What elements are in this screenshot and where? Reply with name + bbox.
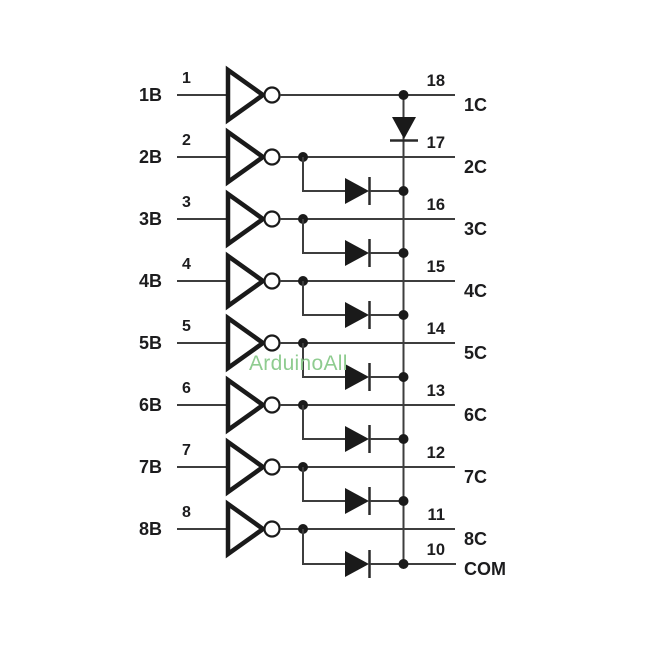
output-label-4c: 4C (464, 281, 488, 301)
input-pin-8: 8 (182, 504, 191, 521)
output-label-2c: 2C (464, 157, 488, 177)
output-label-3c: 3C (464, 219, 488, 239)
input-label-1b: 1B (138, 85, 162, 105)
output-pin-13: 13 (426, 382, 445, 400)
channel-2 (177, 127, 455, 205)
channel-6 (177, 375, 455, 453)
rail-junction-dot (398, 372, 409, 382)
output-pin-18: 18 (426, 72, 445, 90)
channel-7 (177, 437, 455, 515)
channel-8 (177, 499, 455, 578)
inverter-bubble-icon (263, 272, 281, 290)
diode-branch-wire (302, 157, 345, 192)
com-label: COM (464, 559, 506, 579)
buffer-triangle-icon (225, 251, 267, 311)
rail-junction-dot (398, 496, 409, 506)
output-label-7c: 7C (464, 467, 488, 487)
diode-branch-wire (302, 219, 345, 254)
diode-branch-wire (302, 343, 345, 378)
output-label-8c: 8C (464, 529, 488, 549)
diode-icon (345, 551, 369, 577)
input-label-6b: 6B (138, 395, 162, 415)
inverter-bubble-icon (263, 458, 281, 476)
buffer-triangle-icon (225, 499, 267, 559)
buffer-triangle-icon (225, 189, 267, 249)
rail-junction-dot (398, 310, 409, 320)
diode-branch-wire (302, 529, 345, 565)
diode-branch-wire (302, 467, 345, 502)
input-label-8b: 8B (138, 519, 162, 539)
diode-icon (345, 178, 369, 204)
diode-branch-wire (302, 281, 345, 316)
buffer-triangle-icon (225, 375, 267, 435)
rail-junction-dot (398, 434, 409, 444)
input-pin-2: 2 (182, 132, 191, 149)
rail-junction-dot (398, 248, 409, 258)
com-pin-10: 10 (426, 541, 445, 559)
diode-icon (345, 426, 369, 452)
channel-1 (177, 65, 455, 142)
output-pin-11: 11 (427, 506, 445, 524)
input-pin-4: 4 (182, 256, 191, 273)
buffer-triangle-icon (225, 313, 267, 373)
output-label-5c: 5C (464, 343, 488, 363)
channel-5 (177, 313, 455, 391)
input-pin-6: 6 (182, 380, 191, 397)
input-label-4b: 4B (138, 271, 162, 291)
input-label-3b: 3B (138, 209, 162, 229)
diode-icon (345, 488, 369, 514)
input-pin-3: 3 (182, 194, 191, 211)
rail-junction-dot (398, 559, 409, 569)
input-pin-1: 1 (182, 70, 191, 87)
inverter-bubble-icon (263, 86, 281, 104)
output-pin-16: 16 (426, 196, 445, 214)
buffer-triangle-icon (225, 127, 267, 187)
output-label-6c: 6C (464, 405, 488, 425)
buffer-triangle-icon (225, 65, 267, 125)
diode-icon (345, 302, 369, 328)
inverter-bubble-icon (263, 148, 281, 166)
output-pin-17: 17 (426, 134, 445, 152)
diode-icon (392, 117, 416, 139)
diode-icon (345, 240, 369, 266)
inverter-bubble-icon (263, 520, 281, 538)
output-pin-12: 12 (426, 444, 445, 462)
rail-junction-dot (398, 90, 409, 100)
watermark-text: ArduinoAll (249, 352, 348, 375)
input-label-7b: 7B (138, 457, 162, 477)
rail-junction-dot (398, 186, 409, 196)
output-pin-14: 14 (426, 320, 445, 338)
channel-4 (177, 251, 455, 329)
channel-3 (177, 189, 455, 267)
input-pin-5: 5 (182, 318, 191, 335)
diode-branch-wire (302, 405, 345, 440)
output-pin-15: 15 (426, 258, 445, 276)
diode-icon (345, 364, 369, 390)
inverter-bubble-icon (263, 210, 281, 228)
buffer-triangle-icon (225, 437, 267, 497)
input-pin-7: 7 (182, 442, 191, 459)
output-label-1c: 1C (464, 95, 488, 115)
input-label-2b: 2B (138, 147, 162, 167)
inverter-bubble-icon (263, 396, 281, 414)
input-label-5b: 5B (138, 333, 162, 353)
inverter-bubble-icon (263, 334, 281, 352)
